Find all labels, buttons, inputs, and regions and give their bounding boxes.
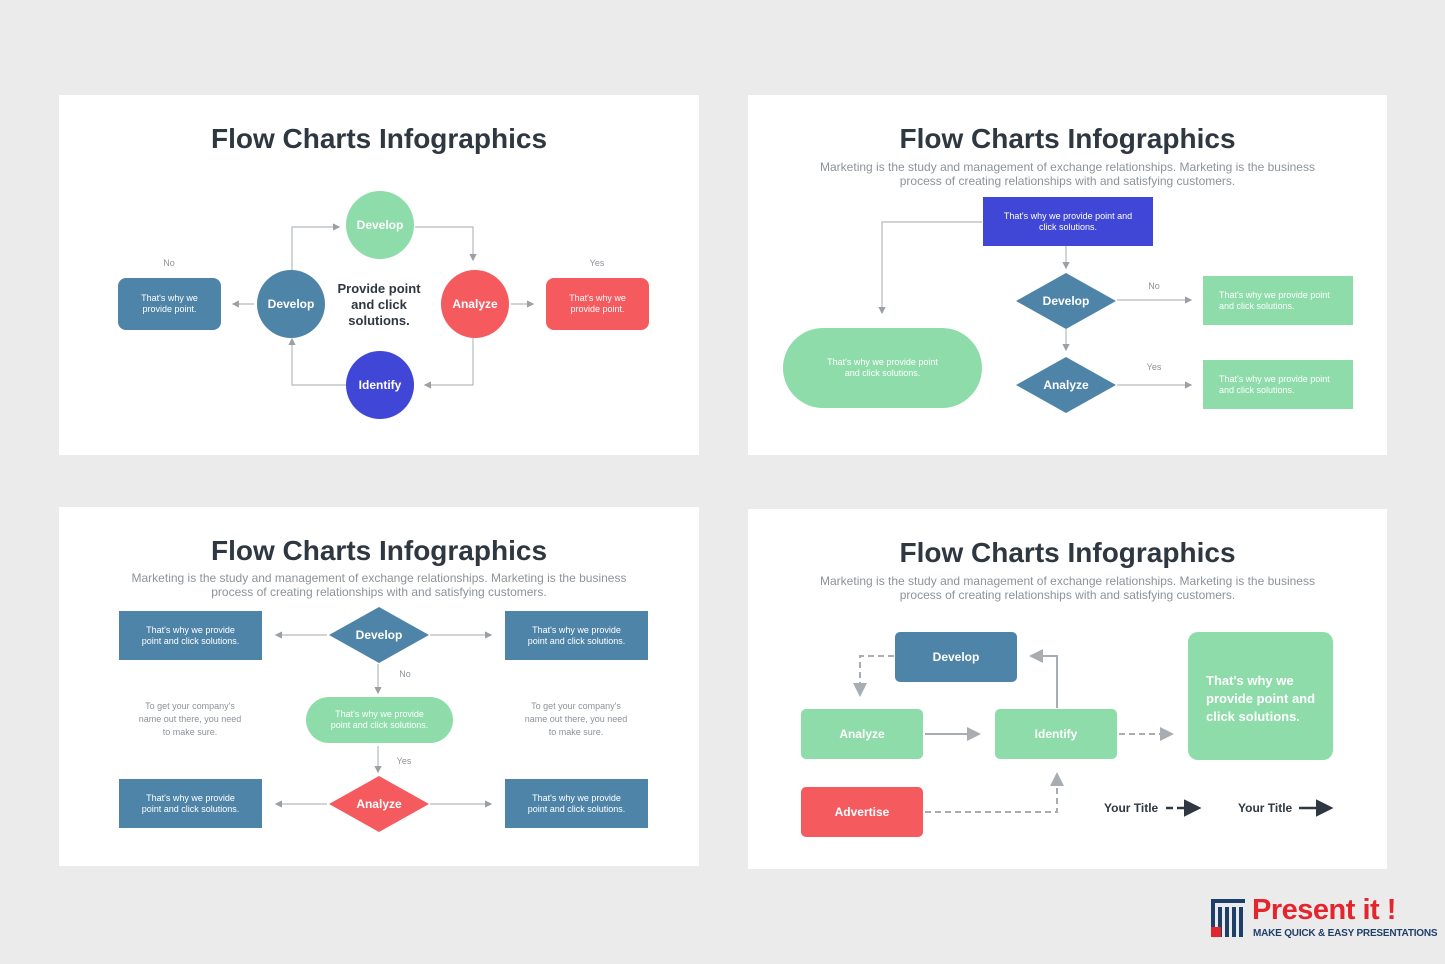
card1-node-develop-top-label: Develop [356,218,404,232]
logo-name: Present it ! [1252,894,1396,926]
logo-tagline: MAKE QUICK & EASY PRESENTATIONS [1253,928,1438,939]
card3-box-top-left: That's why we provide point and click so… [119,611,262,660]
card3-diamond-analyze: Analyze [329,776,429,832]
card4-node-identify-label: Identify [1034,727,1078,741]
card2-pill: That's why we provide point and click so… [783,328,982,408]
card1-center-text: Provide point and click solutions. [337,281,421,328]
slide-card-3: Flow Charts Infographics Marketing is th… [59,507,699,866]
card1-node-analyze: Analyze [441,270,509,338]
card1-left-box: That's why we provide point. [118,278,221,330]
card2-diamond-analyze: Analyze [1016,357,1116,413]
card3-note-right: To get your company's name out there, yo… [524,701,628,737]
card3-box-top-right: That's why we provide point and click so… [505,611,648,660]
card4-connectors [853,649,1334,817]
card3-note-left: To get your company's name out there, yo… [138,701,242,737]
card4-legend-solid-label: Your Title [1238,801,1293,815]
card3-box-bottom-right: That's why we provide point and click so… [505,779,648,828]
card2-right-box-1: That's why we provide point and click so… [1203,276,1353,325]
card3-pill: That's why we provide point and click so… [306,697,453,743]
card3-connectors [274,631,493,808]
card3-subtitle: Marketing is the study and management of… [131,571,627,599]
card2-top-box: That's why we provide point and click so… [983,197,1153,246]
card3-diamond-analyze-label: Analyze [356,797,402,811]
slide-card-2: Flow Charts Infographics Marketing is th… [748,95,1387,455]
card4-node-analyze: Analyze [801,709,923,759]
card2-label-no: No [1148,281,1160,291]
card1-title: Flow Charts Infographics [210,123,548,154]
card4-node-analyze-label: Analyze [839,727,885,741]
card1-node-develop-top: Develop [346,191,414,259]
card1-node-develop-left-label: Develop [267,297,315,311]
card2-subtitle: Marketing is the study and management of… [820,160,1315,188]
slide-card-4: Flow Charts Infographics Marketing is th… [748,509,1387,869]
card1-node-develop-left: Develop [257,270,325,338]
slide-card-1: Flow Charts Infographics Develop Develop… [59,95,699,455]
card3-diamond-develop-label: Develop [355,628,403,642]
card4-legend-dashed-label: Your Title [1104,801,1159,815]
card3-diamond-develop: Develop [329,607,429,663]
card1-label-no: No [163,258,175,268]
card2-diamond-analyze-label: Analyze [1043,378,1089,392]
card2-diamond-develop: Develop [1016,273,1116,329]
logo-mark-icon [1211,899,1245,937]
card1-node-identify: Identify [346,351,414,419]
card1-node-analyze-label: Analyze [452,297,498,311]
card3-title: Flow Charts Infographics [210,535,548,566]
card1-node-identify-label: Identify [358,378,402,392]
card2-label-yes: Yes [1146,362,1162,372]
card3-box-bottom-left: That's why we provide point and click so… [119,779,262,828]
card2-diamond-develop-label: Develop [1042,294,1090,308]
card2-right-box-2: That's why we provide point and click so… [1203,360,1353,409]
card1-connectors [231,223,535,389]
card3-label-no: No [399,669,411,679]
card4-node-develop-label: Develop [932,650,980,664]
card4-big-box: That's why we provide point and click so… [1188,632,1333,760]
card4-big-box-text: That's why we provide point and click so… [1206,673,1316,724]
card1-label-yes: Yes [589,258,605,268]
card2-connectors [878,221,1193,389]
card4-node-advertise-label: Advertise [834,805,890,819]
card3-label-yes: Yes [396,756,412,766]
card1-right-box: That's why we provide point. [546,278,649,330]
card2-title: Flow Charts Infographics [899,123,1236,154]
card4-node-advertise: Advertise [801,787,923,837]
card4-node-identify: Identify [995,709,1117,759]
card4-title: Flow Charts Infographics [899,537,1236,568]
brand-logo: Present it ! MAKE QUICK & EASY PRESENTAT… [1210,894,1438,944]
card4-subtitle: Marketing is the study and management of… [820,574,1315,602]
card4-node-develop: Develop [895,632,1017,682]
